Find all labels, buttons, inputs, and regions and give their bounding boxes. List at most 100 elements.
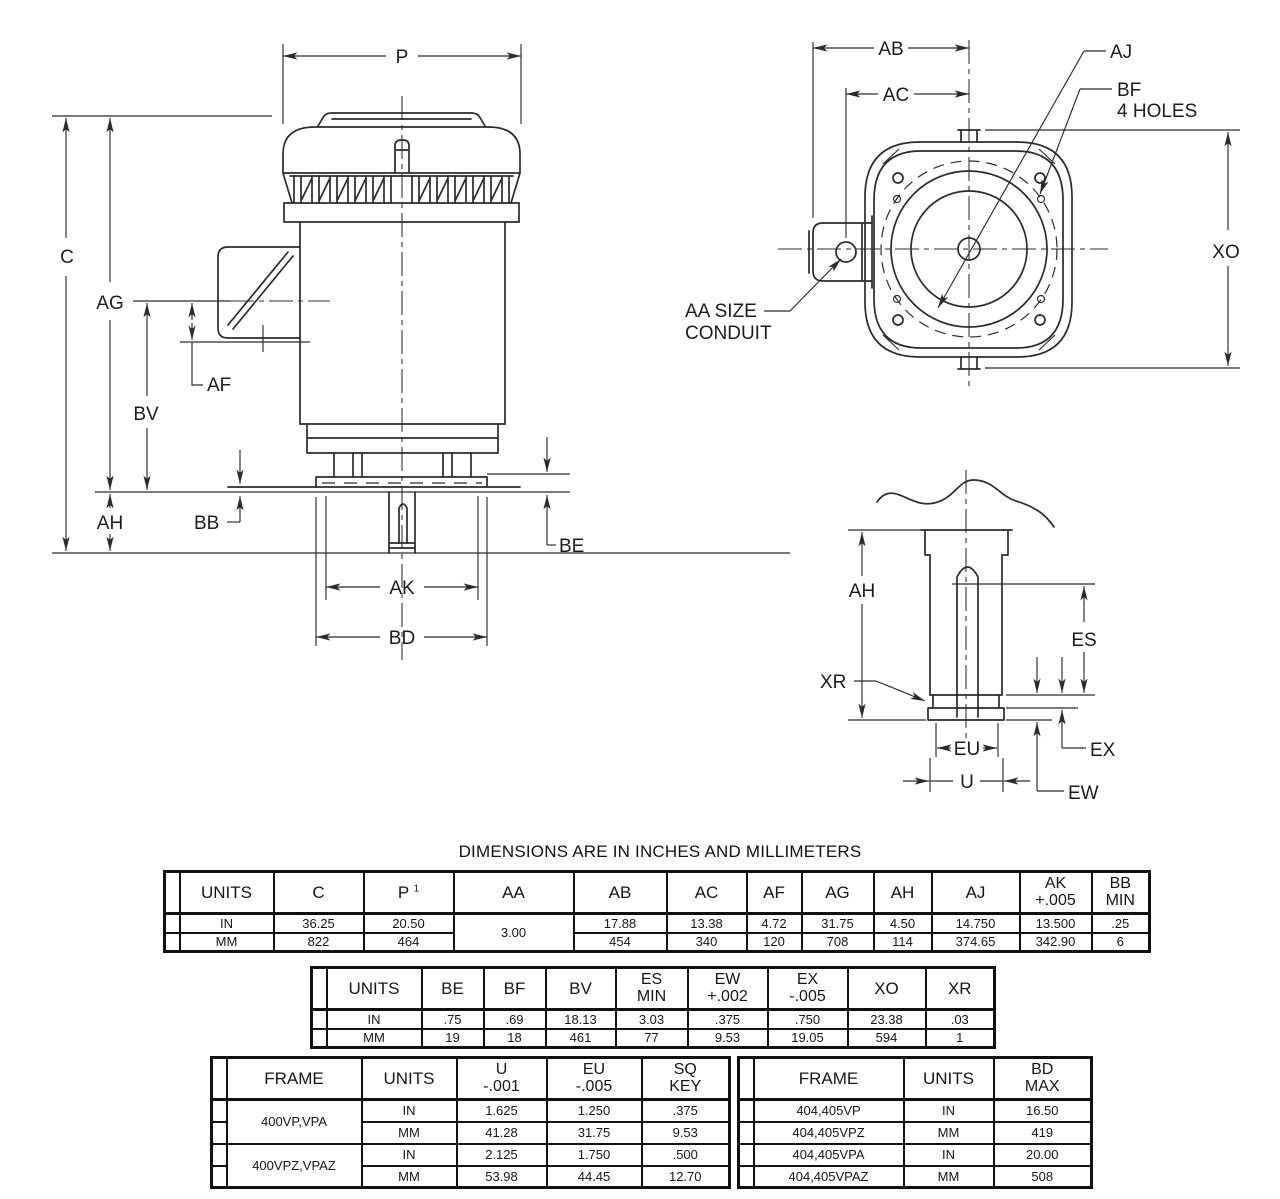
col-units: UNITS	[178, 870, 275, 915]
dim-label-bf: BF	[1117, 80, 1141, 101]
col-eu: EU-.005	[545, 1056, 643, 1101]
rev-cell	[163, 931, 181, 953]
rev-cell	[737, 1120, 755, 1145]
cell: .750	[766, 1008, 849, 1030]
keyway	[956, 566, 979, 718]
dim-label-ac: AC	[883, 85, 909, 106]
row-400vpz-in: 400VPZ,VPAZ IN 2.125 1.750 .500	[210, 1142, 731, 1189]
dim-label-ew: EW	[1068, 783, 1099, 804]
cell: 9.53	[686, 1027, 769, 1049]
units-cell: IN	[178, 912, 275, 934]
dim-label-ak: AK	[389, 578, 415, 599]
rev-cell	[210, 1120, 228, 1145]
bf-holes	[892, 194, 1046, 304]
table-general-dimensions: UNITS C P 1 AA AB AC AF AG AH AJ AK+.005…	[163, 870, 1151, 953]
col-bf: BF	[482, 966, 547, 1011]
dim-label-eu: EU	[954, 739, 980, 760]
dim-label-ah: AH	[97, 513, 123, 534]
cell: 19	[420, 1027, 485, 1049]
dim-label-bd: BD	[389, 628, 415, 649]
units-cell: IN	[325, 1008, 423, 1030]
col-xr: XR	[924, 966, 996, 1011]
dim-label-ex: EX	[1090, 740, 1116, 761]
frame-cell: 404,405VP	[752, 1098, 905, 1123]
dim-label-bv: BV	[133, 404, 159, 425]
cell: 3.03	[614, 1008, 689, 1030]
cell: 1	[924, 1027, 996, 1049]
col-ex: EX-.005	[766, 966, 849, 1011]
rev-cell	[163, 912, 181, 934]
rev-cell	[210, 1164, 228, 1189]
col-aa: AA	[452, 870, 575, 915]
cell: 18	[482, 1027, 547, 1049]
fan-cover-cap	[317, 112, 486, 127]
dimension-drawing: P C AG BV AF AH BB	[52, 39, 1240, 804]
units-cell: IN	[360, 1142, 458, 1167]
col-units: UNITS	[325, 966, 423, 1011]
units-cell: MM	[360, 1164, 458, 1189]
frame-cell: 400VP,VPA	[225, 1098, 363, 1145]
cell: 1.250	[545, 1098, 643, 1123]
louvers	[282, 172, 521, 204]
side-view: P C AG BV AF AH BB	[52, 44, 790, 660]
rev-cell	[310, 966, 328, 1011]
col-ew: EW+.002	[686, 966, 769, 1011]
cell: 16.50	[992, 1098, 1093, 1123]
dim-label-p: P	[396, 47, 409, 68]
cell: .75	[420, 1008, 485, 1030]
corner-holes	[892, 172, 1046, 326]
cell: 53.98	[455, 1164, 548, 1189]
frame-cell: 400VPZ,VPAZ	[225, 1142, 363, 1189]
dim-label-u: U	[960, 772, 974, 793]
cell: 594	[846, 1027, 927, 1049]
units-cell: IN	[360, 1098, 458, 1123]
frame-cell: 404,405VPA	[752, 1142, 905, 1167]
col-u: U-.001	[455, 1056, 548, 1101]
dim-label-ab: AB	[878, 39, 903, 60]
corner-accents	[882, 148, 1056, 351]
col-bv: BV	[544, 966, 617, 1011]
rev-cell	[310, 1027, 328, 1049]
rev-cell	[310, 1008, 328, 1030]
cell: 1.750	[545, 1142, 643, 1167]
row-404-405vp: 404,405VP IN 16.50	[737, 1098, 1093, 1123]
rev-cell	[737, 1056, 755, 1101]
rev-cell	[737, 1098, 755, 1123]
cell: 374.65	[930, 931, 1021, 953]
cell: 1.625	[455, 1098, 548, 1123]
frame-cell: 404,405VPAZ	[752, 1164, 905, 1189]
shaft	[388, 491, 416, 554]
rev-cell	[737, 1142, 755, 1167]
dim-label-be: BE	[559, 536, 584, 557]
cell: .69	[482, 1008, 547, 1030]
louver-band	[283, 202, 520, 223]
dim-label-bf-note: 4 HOLES	[1117, 101, 1197, 122]
cell: 342.90	[1018, 931, 1093, 953]
rev-cell	[210, 1142, 228, 1167]
top-view: AB AC AJ BF 4 HOLES AA SIZE CONDUIT	[685, 39, 1240, 388]
rev-cell	[163, 870, 181, 915]
col-frame: FRAME	[752, 1056, 905, 1101]
units-cell: MM	[360, 1120, 458, 1145]
col-ag: AG	[800, 870, 875, 915]
cell: 508	[992, 1164, 1093, 1189]
cell: 461	[544, 1027, 617, 1049]
conduit-box	[217, 246, 301, 339]
eyebolt	[394, 139, 410, 173]
cell: 822	[272, 931, 365, 953]
cell: 19.05	[766, 1027, 849, 1049]
cell: 464	[362, 931, 455, 953]
col-ab: AB	[572, 870, 668, 915]
row-400vpz-mm: MM 53.98 44.45 12.70	[210, 1164, 731, 1189]
cell: 36.25	[272, 912, 365, 934]
cell: 13.38	[665, 912, 748, 934]
shaft-body	[929, 554, 1003, 696]
dim-label-aj: AJ	[1110, 42, 1132, 63]
